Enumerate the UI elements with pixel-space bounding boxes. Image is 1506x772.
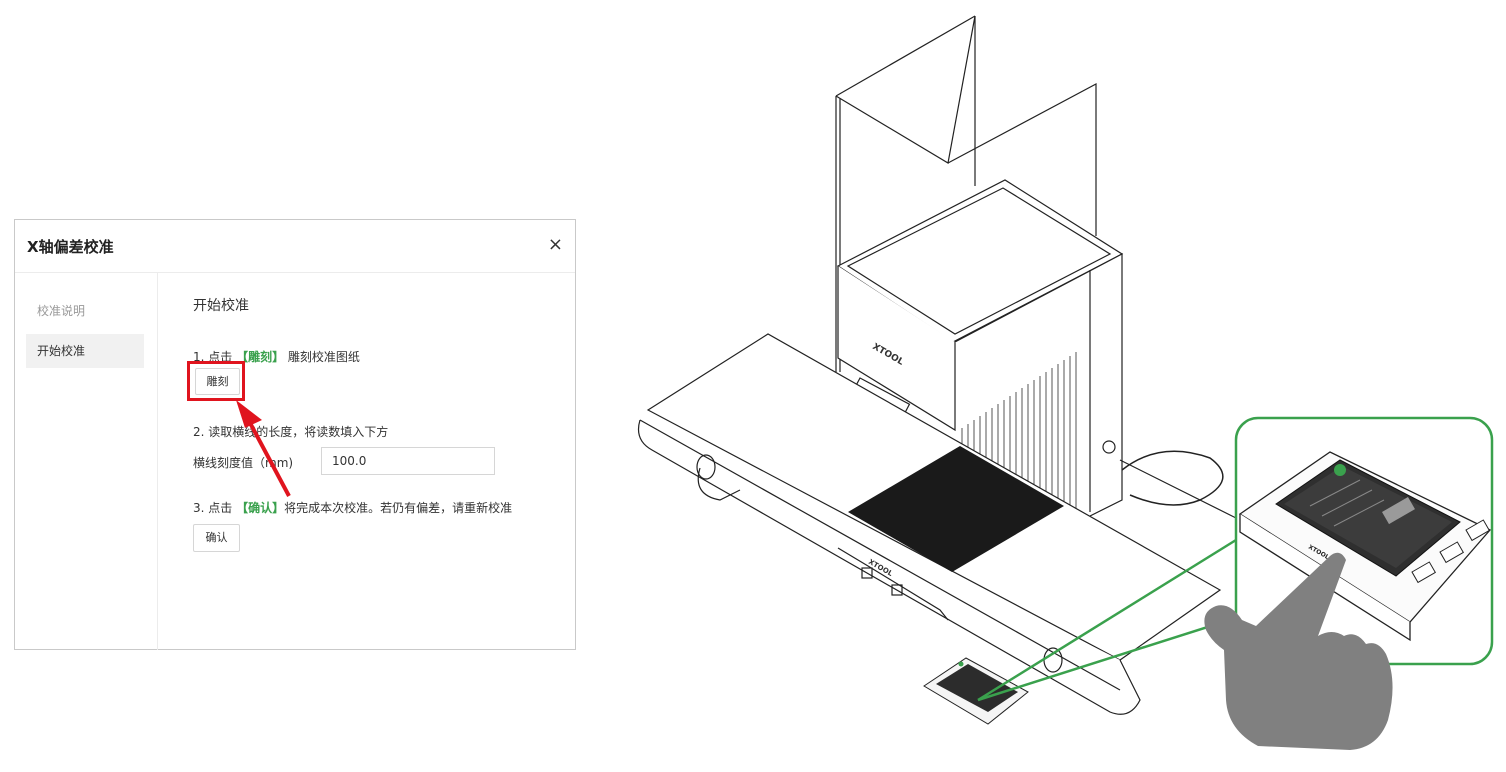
port-knob [1102, 440, 1116, 454]
step-1-prefix: 1. 点击 [193, 350, 237, 364]
zoomed-control-panel: XTOOL [1238, 451, 1492, 642]
confirm-button[interactable]: 确认 [193, 524, 240, 552]
close-icon[interactable]: × [547, 234, 563, 255]
line-length-input[interactable] [321, 447, 495, 475]
conveyor-brand: XTOOL [867, 558, 894, 578]
sidebar-item-instructions[interactable]: 校准说明 [37, 304, 86, 318]
small-control-screen [923, 657, 1029, 725]
line-length-label: 横线刻度值（mm) [193, 456, 294, 470]
step-1-highlight: 【雕刻】 [236, 350, 285, 364]
step-1-text: 1. 点击 【雕刻】 雕刻校准图纸 [193, 348, 360, 365]
sidebar-item-start-calibration[interactable]: 开始校准 [26, 334, 144, 368]
section-title: 开始校准 [193, 298, 249, 314]
panel-brand: XTOOL [1307, 544, 1330, 562]
zoom-callout-box [1234, 416, 1494, 666]
engrave-highlight-box [187, 361, 245, 401]
transparent-shield [835, 15, 1097, 372]
power-cable [1121, 450, 1224, 506]
enclosure-brand: XTOOL [871, 342, 906, 368]
dialog-sidebar: 校准说明 开始校准 [15, 273, 158, 650]
step-3-suffix: 将完成本次校准。若仍有偏差，请重新校准 [284, 501, 513, 515]
step-3-text: 3. 点击 【确认】将完成本次校准。若仍有偏差，请重新校准 [193, 499, 512, 516]
calibration-dialog: X轴偏差校准 × 校准说明 开始校准 开始校准 1. 点击 【雕刻】 雕刻校准图… [14, 219, 576, 650]
dialog-title: X轴偏差校准 [27, 238, 114, 256]
step-1-suffix: 雕刻校准图纸 [284, 350, 360, 364]
step-3-highlight: 【确认】 [236, 501, 285, 515]
engrave-button[interactable]: 雕刻 [195, 368, 240, 395]
step-3-prefix: 3. 点击 [193, 501, 237, 515]
pointing-hand-icon [1204, 552, 1393, 750]
vent-fins [961, 352, 1077, 512]
engraving-area [848, 446, 1064, 572]
conveyor-belt [637, 333, 1241, 715]
laser-enclosure [836, 179, 1124, 521]
callout-lines [977, 538, 1237, 702]
dialog-main: 开始校准 1. 点击 【雕刻】 雕刻校准图纸 雕刻 2. 读取横线的长度，将读数… [187, 273, 563, 643]
dialog-header: X轴偏差校准 × [15, 220, 575, 273]
step-2-text: 2. 读取横线的长度，将读数填入下方 [193, 425, 389, 439]
